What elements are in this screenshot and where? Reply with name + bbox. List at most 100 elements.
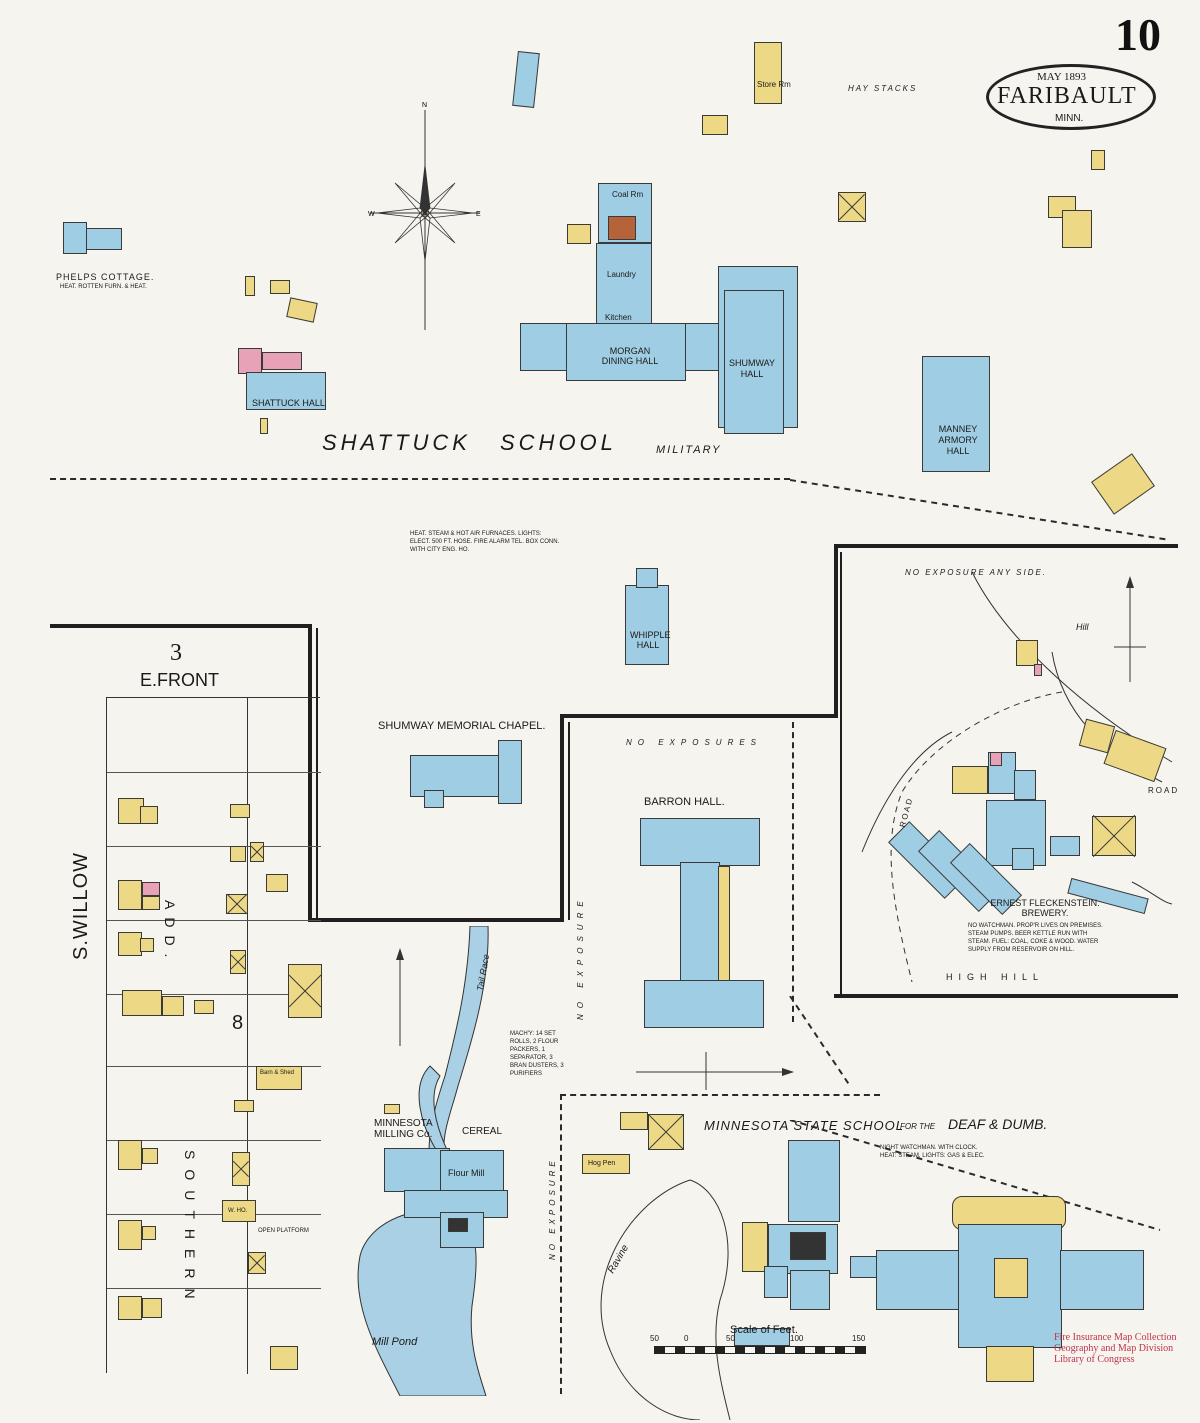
building-malt-storage	[1050, 836, 1080, 856]
building-shed	[620, 1112, 648, 1130]
scale-tick: 50	[726, 1334, 735, 1343]
building-chapel-porch	[424, 790, 444, 808]
building-deaf-school-west-wing	[876, 1250, 960, 1310]
building-morgan-dining-hall-center	[566, 323, 686, 381]
building-store-room	[754, 42, 782, 104]
building-shattuck-hall	[246, 372, 326, 410]
building-dwelling	[118, 932, 142, 956]
s-willow-street-label: S.WILLOW	[70, 851, 92, 960]
road-label-east: ROAD	[1148, 786, 1180, 795]
stamp-line: Geography and Map Division	[1054, 1343, 1174, 1354]
building-shed	[230, 950, 246, 974]
block-line	[308, 624, 312, 922]
building-shop-sewing	[788, 1140, 840, 1222]
hill-label: Hill	[1076, 622, 1089, 632]
building-dwelling	[118, 880, 142, 910]
laundry-label: Laundry	[607, 270, 636, 279]
building-shed	[248, 1252, 266, 1274]
boiler	[790, 1232, 826, 1260]
building-small	[266, 874, 288, 892]
building-barron-hall-porch	[718, 866, 730, 982]
hay-stacks-label: HAY STACKS	[848, 84, 918, 93]
no-exposures-label: NO EXPOSURES	[626, 738, 763, 747]
building-small	[384, 1104, 400, 1114]
building-shed	[226, 894, 248, 914]
no-exposure-label-west: NO EXPOSURE	[576, 895, 585, 1020]
map-date: MAY 1893	[1037, 71, 1087, 83]
building-dwelling-wing	[142, 1148, 158, 1164]
whipple-hall-label: WHIPPLE HALL	[630, 630, 671, 650]
building-dwelling-wing	[142, 896, 160, 910]
building-ice-house	[648, 1114, 684, 1150]
property-boundary	[50, 478, 790, 480]
property-boundary	[560, 1094, 562, 1394]
building-kettle	[990, 752, 1002, 766]
phelps-cottage-label: PHELPS COTTAGE.	[56, 272, 155, 282]
building-dwelling-wing	[142, 882, 160, 896]
building-whipple-hall	[625, 585, 669, 665]
open-platform-label: OPEN PLATFORM	[258, 1228, 309, 1234]
building-barron-hall-north	[640, 818, 760, 866]
southern-label: SOUTHERN	[182, 1150, 198, 1309]
mill-pond-label: Mill Pond	[372, 1336, 418, 1348]
add-label: ADD.	[162, 900, 178, 966]
building-deaf-school-porch-south	[986, 1346, 1034, 1382]
building-dwelling	[122, 990, 162, 1016]
kitchen-label: Kitchen	[605, 313, 632, 322]
building-small	[270, 280, 290, 294]
building-dwelling-wing	[142, 1298, 162, 1318]
building-dwelling	[952, 766, 988, 794]
deaf-dumb-label: DEAF & DUMB.	[948, 1116, 1048, 1132]
property-boundary-angled	[790, 479, 1171, 541]
scale-tick: 150	[852, 1334, 866, 1343]
building-chapel-apse	[498, 740, 522, 804]
building-brewery-tower	[1014, 770, 1036, 800]
manney-armory-hall-label: MANNEY ARMORY HALL	[938, 424, 978, 456]
building-phelps-cottage-wing	[86, 228, 122, 250]
chapel-label: SHUMWAY MEMORIAL CHAPEL.	[378, 720, 546, 732]
building-small-special	[1034, 664, 1042, 676]
building-whipple-hall-tower	[636, 568, 658, 588]
property-boundary	[792, 722, 794, 1022]
building-small	[260, 418, 268, 434]
building-shed	[250, 842, 264, 862]
building-warehouse	[222, 1200, 256, 1222]
block-line	[316, 628, 318, 918]
library-stamp: Fire Insurance Map Collection Geography …	[1054, 1332, 1176, 1365]
building-barn-shed	[256, 1066, 302, 1090]
building-outbuilding	[512, 51, 540, 108]
building-dwelling	[118, 1296, 142, 1320]
boiler	[448, 1218, 468, 1232]
building-shed-small	[194, 1000, 214, 1014]
shumway-hall-label: SHUMWAY HALL	[729, 358, 775, 379]
building-kitchen	[596, 243, 652, 325]
lot-grid	[106, 697, 321, 1374]
brewery-label: ERNEST FLECKENSTEIN. BREWERY.	[990, 898, 1100, 918]
heat-note: HEAT. STEAM & HOT AIR FURNACES. LIGHTS: …	[410, 531, 560, 553]
city-name: FARIBAULT	[997, 83, 1137, 109]
state-name: MINN.	[1055, 113, 1084, 124]
phelps-note: HEAT. ROTTEN FURN. & HEAT.	[60, 284, 147, 290]
shattuck-label: SHATTUCK	[322, 430, 471, 455]
building-small	[286, 297, 318, 323]
building-hog-pen	[582, 1154, 630, 1174]
svg-text:E: E	[476, 211, 481, 218]
flour-mill-label: Flour Mill	[448, 1168, 485, 1178]
svg-text:N: N	[422, 102, 427, 109]
building-brewery-bottling	[1016, 640, 1038, 666]
block-number-3: 3	[170, 640, 182, 666]
building-dwelling	[1062, 210, 1092, 248]
deaf-school-note: NIGHT WATCHMAN. WITH CLOCK. HEAT: STEAM.…	[880, 1145, 985, 1159]
building-shattuck-annex	[262, 352, 302, 370]
building-shed	[838, 192, 866, 222]
school-label: SCHOOL	[500, 430, 617, 455]
coal-room-label: Coal Rm	[612, 190, 644, 199]
building-manney-armory-hall	[922, 356, 990, 472]
minnesota-milling-label: MINNESOTA MILLING Co.	[374, 1118, 433, 1140]
block-line	[834, 544, 1178, 548]
building-dwelling-wing	[140, 938, 154, 952]
stamp-line: Fire Insurance Map Collection	[1054, 1332, 1177, 1343]
ravine-outline	[600, 1120, 1161, 1420]
building-small	[230, 804, 250, 818]
building-brewery-shed	[1092, 816, 1136, 856]
